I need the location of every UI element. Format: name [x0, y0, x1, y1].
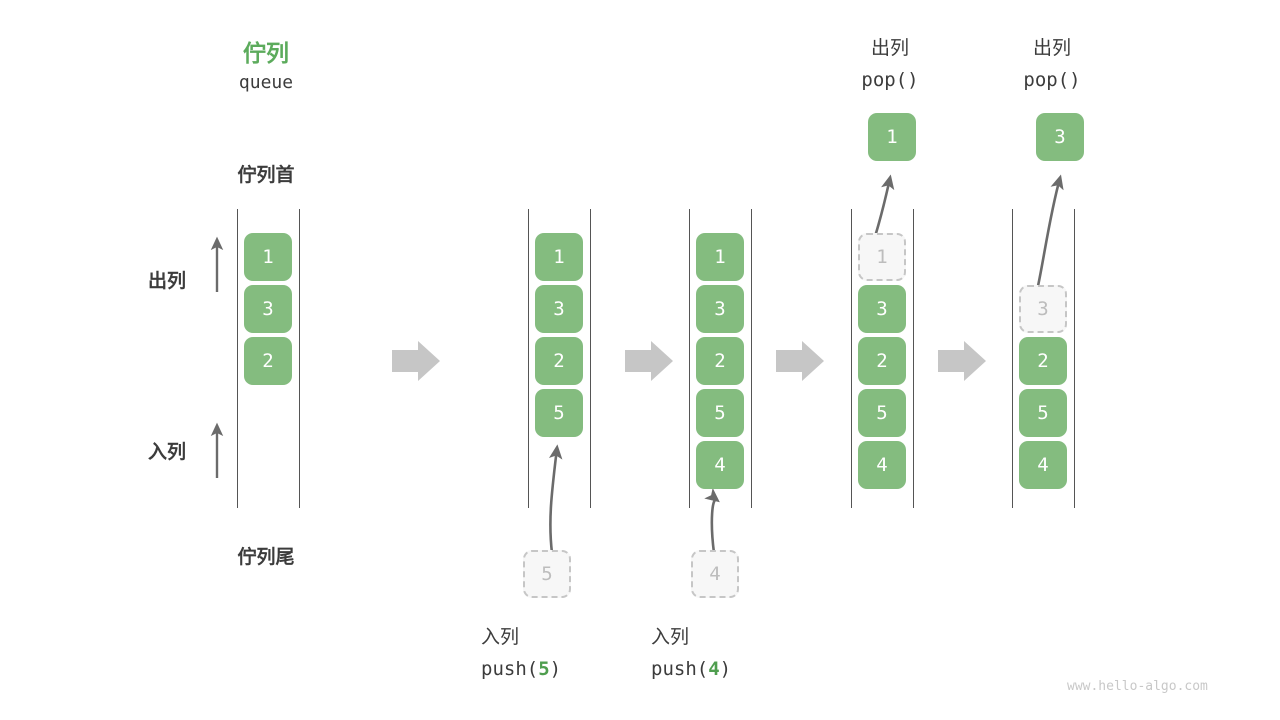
- popped-cell: 1: [868, 113, 916, 161]
- step-arrow-4: [938, 341, 986, 381]
- queue-title-en: queue: [238, 72, 294, 93]
- enqueue-direction-label: 入列: [148, 442, 187, 463]
- queue-rail-left-3: [689, 209, 690, 508]
- queue-cell: 2: [858, 337, 906, 385]
- incoming-ghost-cell: 5: [523, 550, 571, 598]
- queue-rail-left-2: [528, 209, 529, 508]
- queue-rail-right-5: [1074, 209, 1075, 508]
- queue-cell: 5: [1019, 389, 1067, 437]
- queue-cell: 1: [244, 233, 292, 281]
- queue-rail-right-2: [590, 209, 591, 508]
- queue-rail-right-4: [913, 209, 914, 508]
- queue-rail-left-4: [851, 209, 852, 508]
- queue-cell: 4: [858, 441, 906, 489]
- push-4-label-code: push(4): [651, 658, 831, 680]
- incoming-ghost-cell: 4: [691, 550, 739, 598]
- queue-cell: 4: [1019, 441, 1067, 489]
- queue-cell: 5: [696, 389, 744, 437]
- queue-cell: 1: [535, 233, 583, 281]
- queue-cell: 2: [535, 337, 583, 385]
- queue-rail-right-1: [299, 209, 300, 508]
- push-5-label-code: push(5): [481, 658, 661, 680]
- pop-3-label-code: pop(): [1023, 69, 1081, 91]
- step-arrow-3: [776, 341, 824, 381]
- queue-cell: 3: [858, 285, 906, 333]
- push-5-code-suffix: ): [549, 658, 562, 680]
- queue-cell: 3: [696, 285, 744, 333]
- pop-1-label-code: pop(): [861, 69, 919, 91]
- push-4-code-prefix: push(: [651, 658, 709, 680]
- queue-cell-ghost: 1: [858, 233, 906, 281]
- queue-rail-left-5: [1012, 209, 1013, 508]
- queue-cell: 1: [696, 233, 744, 281]
- push-5-code-prefix: push(: [481, 658, 539, 680]
- pop-3-label-cn: 出列: [1032, 38, 1071, 59]
- queue-title-cn: 佇列: [243, 40, 289, 66]
- queue-cell: 3: [244, 285, 292, 333]
- queue-cell: 2: [1019, 337, 1067, 385]
- queue-rear-label: 佇列尾: [237, 547, 295, 568]
- push-5-arrow: [548, 444, 563, 554]
- push-4-code-arg: 4: [708, 658, 720, 680]
- queue-cell: 5: [535, 389, 583, 437]
- watermark: www.hello-algo.com: [1067, 679, 1208, 694]
- pop-1-label-cn: 出列: [870, 38, 909, 59]
- queue-cell: 4: [696, 441, 744, 489]
- queue-cell-ghost: 3: [1019, 285, 1067, 333]
- dequeue-direction-label: 出列: [148, 271, 187, 292]
- push-4-label-cn: 入列: [651, 627, 690, 648]
- step-arrow-1: [392, 341, 440, 381]
- push-5-code-arg: 5: [538, 658, 550, 680]
- popped-cell: 3: [1036, 113, 1084, 161]
- queue-cell: 5: [858, 389, 906, 437]
- push-5-label-cn: 入列: [481, 627, 520, 648]
- queue-cell: 2: [696, 337, 744, 385]
- push-4-code-suffix: ): [719, 658, 732, 680]
- queue-rail-right-3: [751, 209, 752, 508]
- pop-3-arrow: [1036, 174, 1064, 287]
- step-arrow-2: [625, 341, 673, 381]
- push-4-arrow: [704, 487, 720, 554]
- queue-cell: 3: [535, 285, 583, 333]
- queue-front-label: 佇列首: [237, 165, 295, 186]
- queue-rail-left-1: [237, 209, 238, 508]
- queue-cell: 2: [244, 337, 292, 385]
